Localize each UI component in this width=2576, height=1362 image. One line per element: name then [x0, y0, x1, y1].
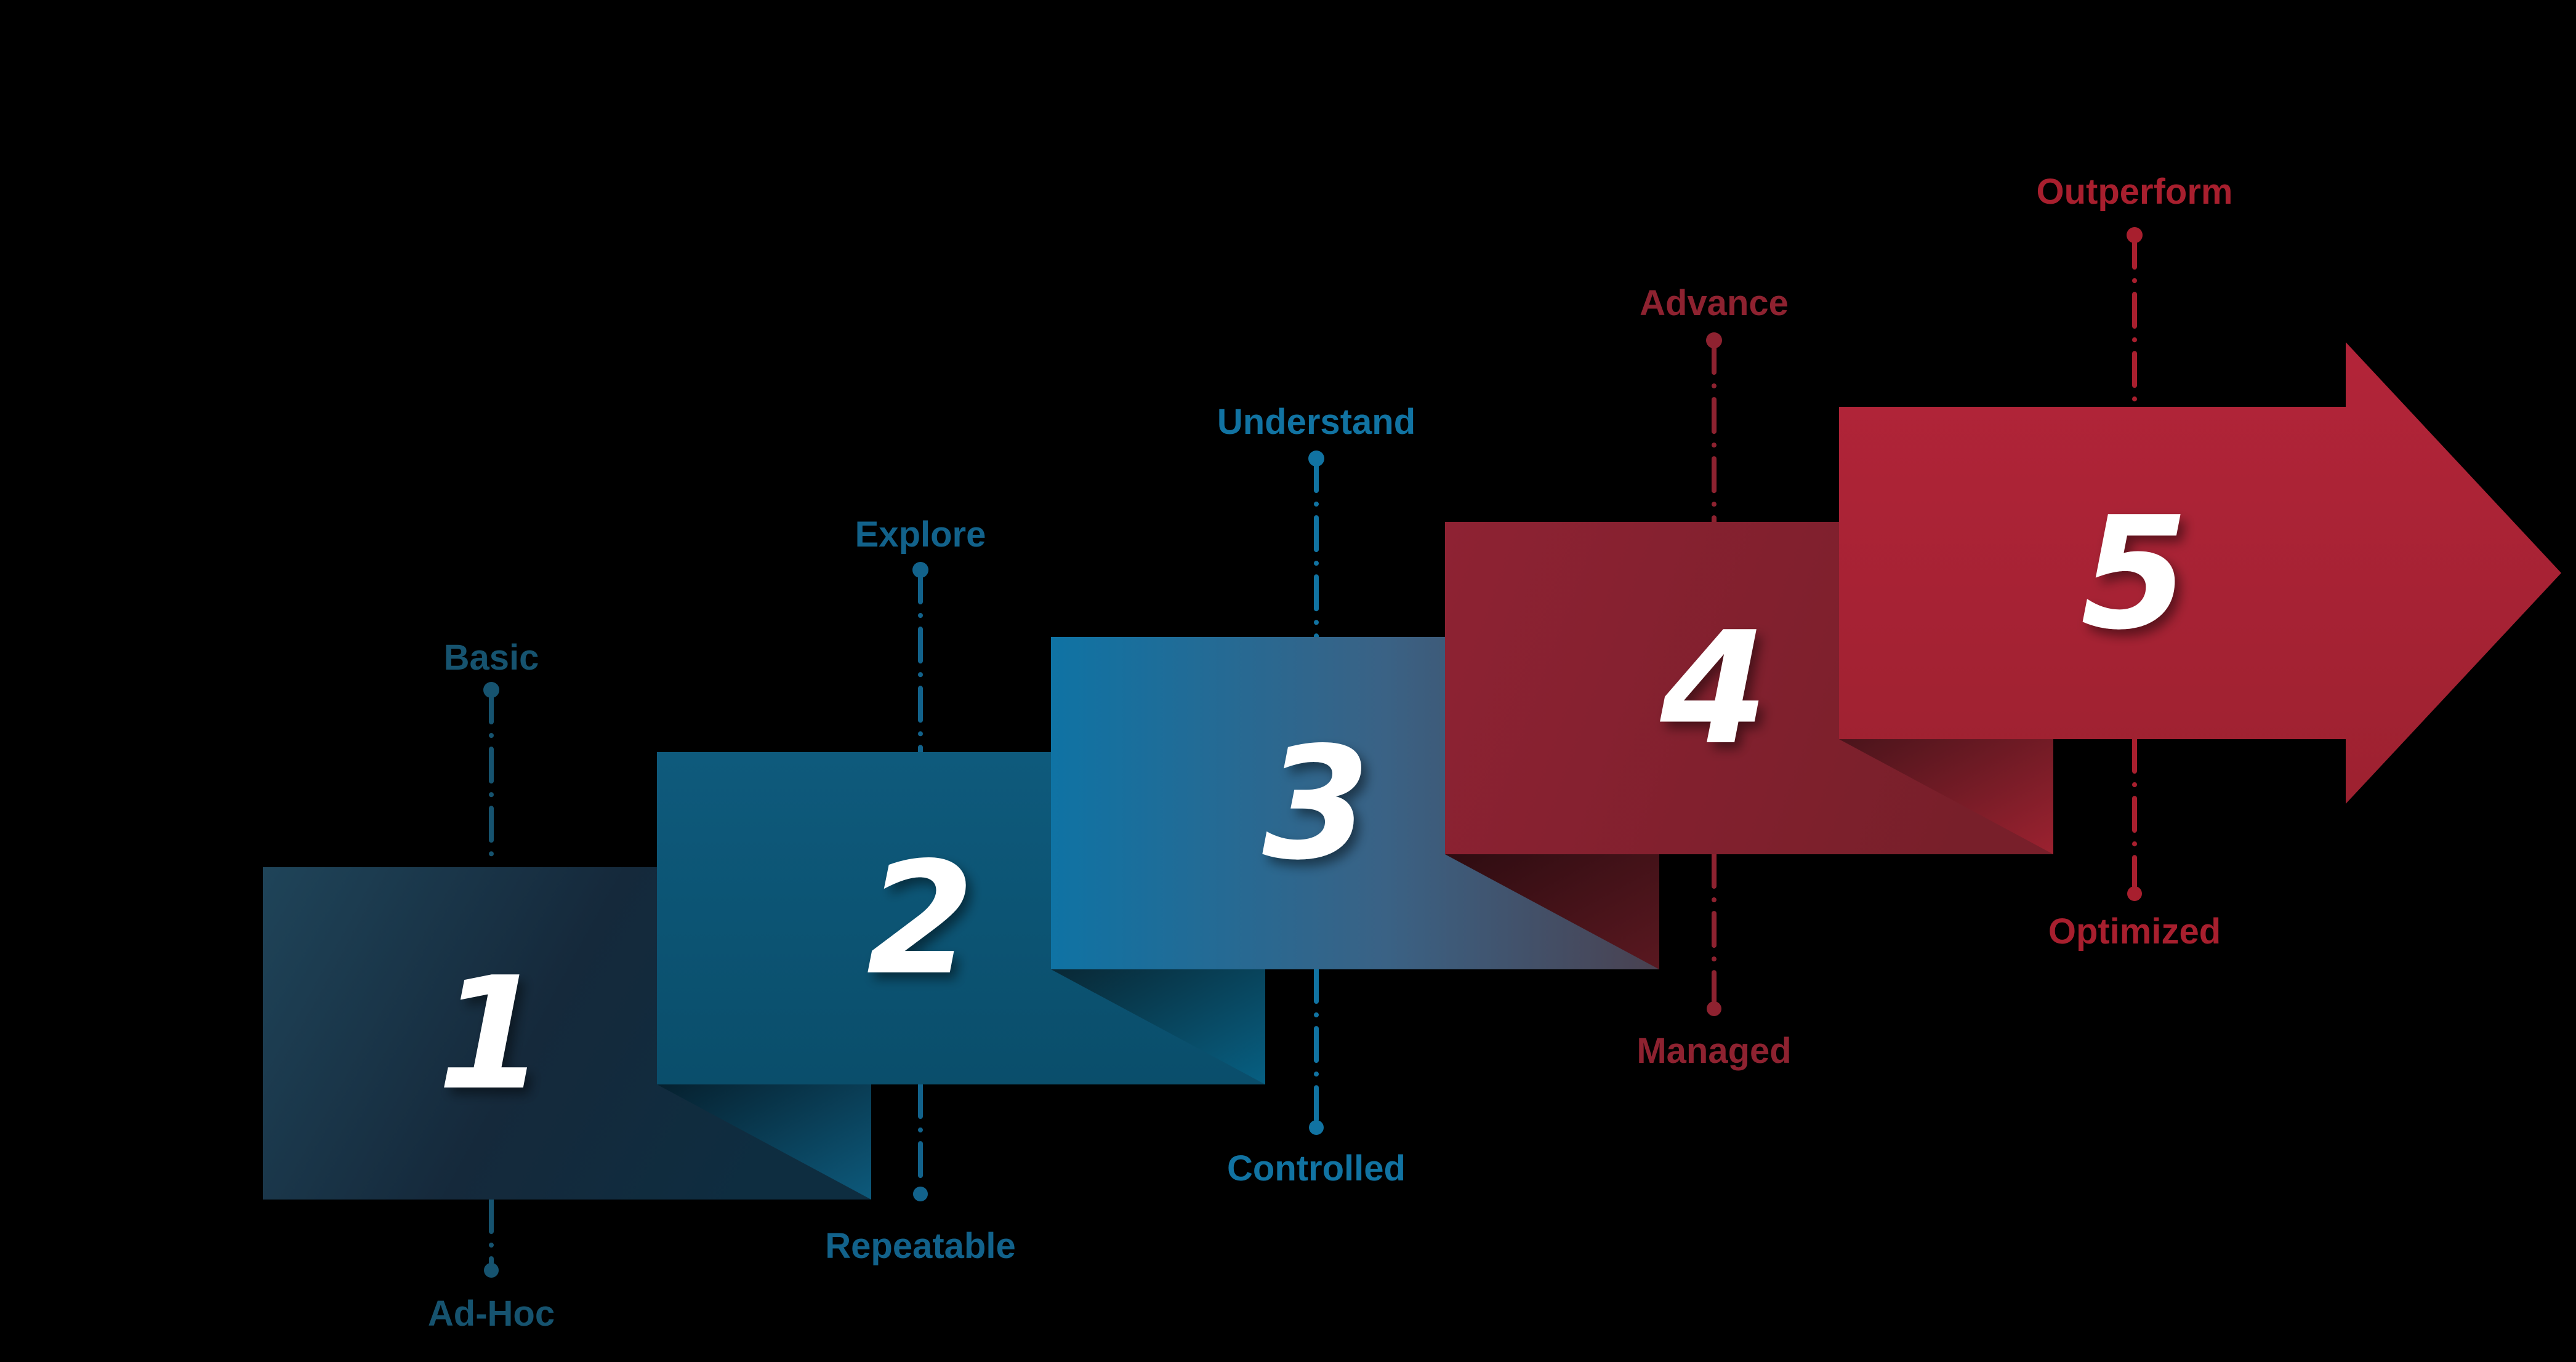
step-4-number: 4	[1659, 599, 1768, 779]
step-1-bottom-dot	[484, 1263, 499, 1278]
step-5-number: 5	[2080, 484, 2188, 664]
step-5-bottom-label: Optimized	[2048, 911, 2221, 951]
step-4-bottom-dot	[1707, 1001, 1721, 1016]
step-4-top-dot	[1706, 332, 1722, 348]
step-1-connector	[483, 682, 499, 1278]
step-5-arrow	[1839, 342, 2561, 804]
step-3-bottom-label: Controlled	[1227, 1148, 1406, 1188]
step-4-top-label: Advance	[1640, 283, 1789, 323]
step-3-top-dot	[1308, 451, 1324, 467]
step-5-bottom-dot	[2127, 886, 2142, 901]
step-1-top-dot	[483, 682, 499, 698]
step-4-bottom-label: Managed	[1636, 1031, 1791, 1071]
step-2-bottom-dot	[913, 1187, 928, 1201]
step-2-top-dot	[912, 562, 928, 578]
step-3-fold	[1051, 969, 1265, 1084]
step-5-top-label: Outperform	[2037, 172, 2233, 212]
step-3-number: 3	[1262, 714, 1370, 894]
step-2-number: 2	[866, 829, 974, 1009]
step-3-top-label: Understand	[1217, 402, 1415, 442]
step-5-fold	[1839, 739, 2053, 854]
step-3-bottom-dot	[1309, 1120, 1324, 1135]
step-2-fold	[657, 1084, 871, 1200]
step-4-fold	[1445, 854, 1659, 969]
step-1-number: 1	[437, 944, 545, 1124]
step-5-connector	[2127, 227, 2143, 901]
step-3-connector	[1308, 451, 1324, 1135]
step-2-top-label: Explore	[855, 515, 986, 555]
step-2-connector	[912, 562, 928, 1201]
step-2-bottom-label: Repeatable	[825, 1226, 1015, 1266]
step-1-bottom-label: Ad-Hoc	[428, 1294, 555, 1334]
step-4-connector	[1706, 332, 1722, 1016]
step-5-top-dot	[2127, 227, 2143, 243]
step-1-top-label: Basic	[444, 638, 539, 678]
